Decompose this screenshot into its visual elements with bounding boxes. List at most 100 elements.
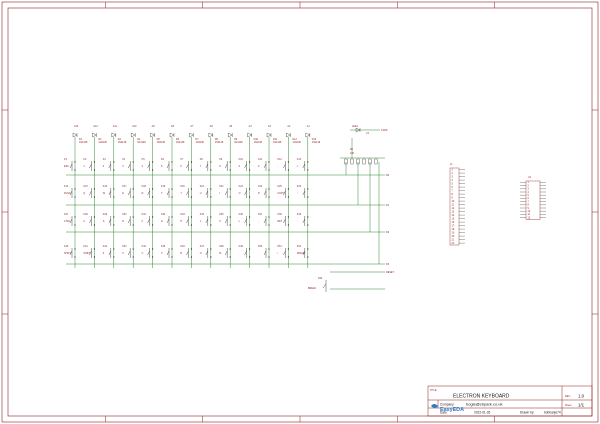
key-label: W	[103, 192, 106, 195]
connector-pin-number: 16	[452, 221, 455, 224]
key-ref: K51	[277, 245, 282, 248]
key-ref: K44	[142, 245, 147, 248]
switch-lever	[322, 283, 327, 289]
key-label: A	[83, 220, 85, 223]
switch-pin	[190, 256, 192, 258]
key-label: D	[122, 220, 124, 223]
key-label: ESC	[64, 165, 69, 168]
switch-pin	[229, 161, 231, 163]
connector-pin-number: 10	[528, 210, 531, 213]
switch-pin	[171, 188, 173, 190]
column-label: A7	[190, 125, 194, 128]
key-switch-k49: K49,	[239, 245, 251, 258]
diode-part: 1N4148	[292, 141, 301, 144]
key-ref: K6	[161, 158, 165, 161]
key-ref: K52	[297, 245, 302, 248]
connector-pin-number: 13	[452, 210, 455, 213]
key-ref: K18	[142, 185, 147, 188]
key-label: U	[200, 192, 202, 195]
connector-pin-number: 3	[528, 188, 530, 191]
date-caption: Date:	[440, 411, 448, 415]
switch-pin	[210, 224, 212, 226]
switch-pin	[268, 169, 270, 171]
switch-lever	[128, 163, 131, 169]
key-ref: K4	[122, 158, 126, 161]
key-label: F	[142, 220, 144, 223]
key-label: ,	[239, 252, 240, 255]
switch-pin	[210, 196, 212, 198]
connector-pin-number: 12	[452, 207, 455, 210]
key-ref: K15	[83, 185, 88, 188]
connector-pin-number: 2	[528, 184, 530, 187]
diode-part: 1N4148	[234, 141, 243, 144]
resistor-ref: R1	[350, 148, 354, 151]
power-net-label: CAPS	[381, 129, 388, 132]
key-ref: K31	[142, 213, 147, 216]
diode-symbol	[266, 132, 272, 138]
switch-lever	[205, 190, 208, 196]
diode-ref: D8	[215, 138, 219, 141]
key-label: J	[200, 220, 202, 223]
key-switch-k37: K37;	[258, 213, 270, 226]
key-ref: K47	[200, 245, 205, 248]
key-label: 4	[142, 165, 144, 168]
switch-pin	[171, 196, 173, 198]
connector-pin-number: 6	[452, 186, 454, 189]
switch-pin	[113, 169, 115, 171]
switch-lever	[283, 163, 286, 169]
key-switch-k13: K13=	[297, 158, 309, 171]
switch-lever	[128, 218, 131, 224]
key-label: SPACE	[297, 252, 305, 255]
switch-lever	[244, 250, 247, 256]
switch-lever	[108, 218, 111, 224]
connector-pin-number: 18	[452, 228, 455, 231]
switch-lever	[89, 250, 92, 256]
switch-pin	[74, 188, 76, 190]
switch-pin	[229, 188, 231, 190]
resistor-body	[344, 158, 348, 165]
diode-part: 1N4148	[215, 141, 224, 144]
switch-pin	[152, 161, 154, 163]
switch-pin	[307, 224, 309, 226]
key-ref: K1	[64, 158, 68, 161]
key-ref: K37	[258, 213, 263, 216]
switch-pin	[249, 224, 251, 226]
column-label: A5	[229, 125, 233, 128]
switch-pin	[287, 248, 289, 250]
svg-text:EasyEDA: EasyEDA	[440, 407, 464, 413]
key-ref: K26	[297, 185, 302, 188]
switch-pin	[229, 196, 231, 198]
drawn-caption: Drawn by:	[520, 411, 534, 415]
switch-pin	[307, 169, 309, 171]
diode-ref: D7	[195, 138, 199, 141]
resistor-body	[350, 158, 354, 165]
connector-body	[525, 180, 541, 220]
key-label: X	[122, 252, 124, 255]
row-net-label: D3	[386, 263, 390, 266]
switch-lever	[186, 190, 189, 196]
connector-pin-number: 12	[528, 216, 531, 219]
switch-pin	[171, 224, 173, 226]
switch-pin	[74, 216, 76, 218]
diode-part: 1N4148	[176, 141, 185, 144]
switch-pin	[249, 216, 251, 218]
connector-pin-number: 7	[528, 200, 530, 203]
column-label: A6	[210, 125, 214, 128]
switch-lever	[283, 218, 286, 224]
sheet-value: 1/1	[578, 403, 585, 408]
diode-row: A13D11N4148A12D21N4148A11D31N4148A10D41N…	[72, 125, 321, 144]
